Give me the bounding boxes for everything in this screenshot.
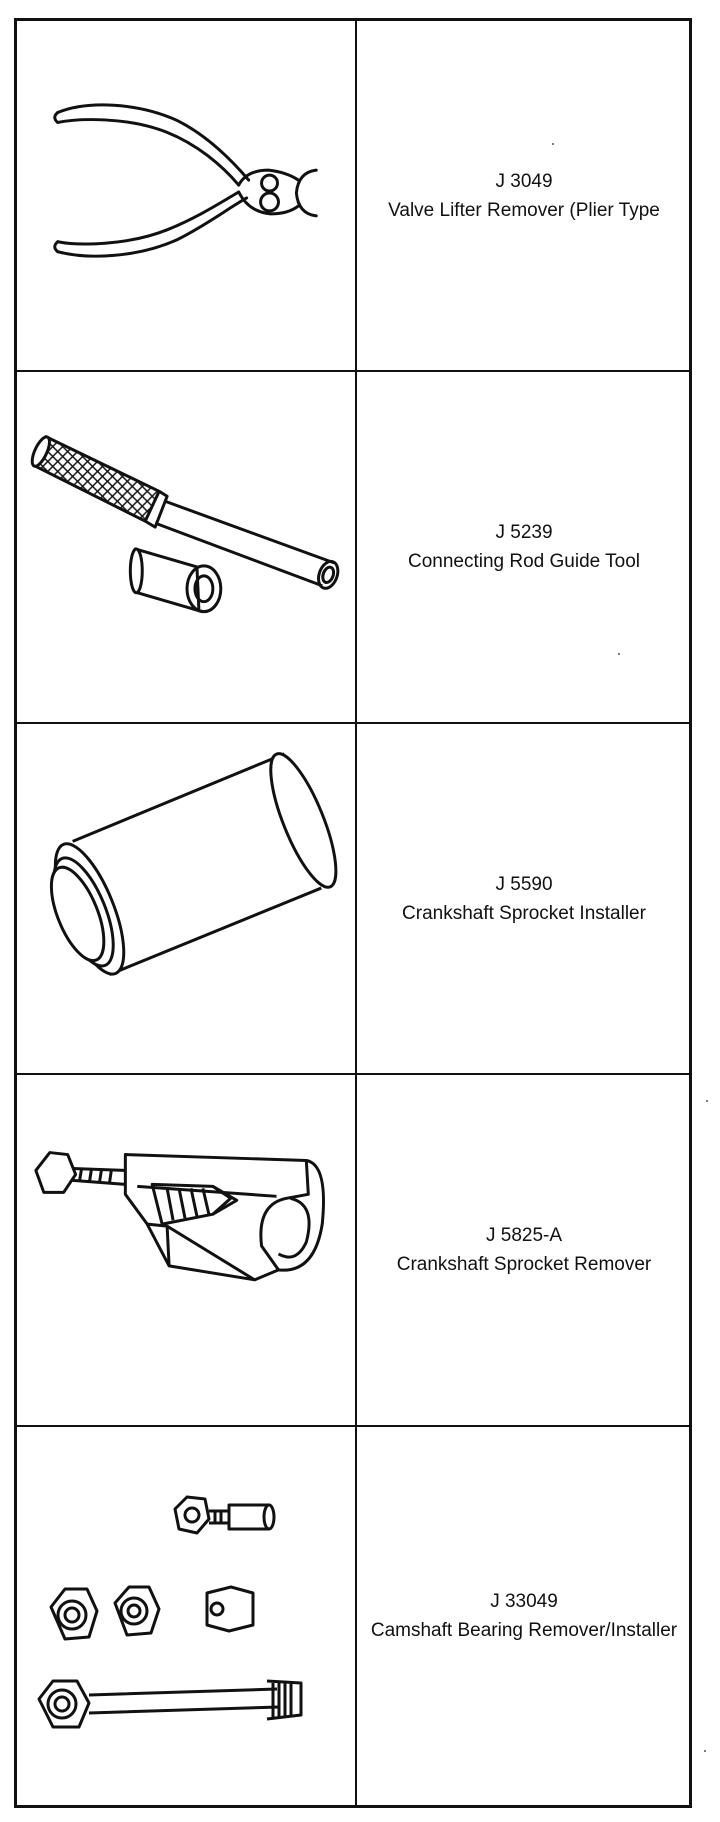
tool-row: J 5825-A Crankshaft Sprocket Remover [17, 1075, 689, 1427]
scan-speck [704, 1750, 706, 1752]
tool-illustration-cell [17, 724, 357, 1073]
tool-description: J 5239 Connecting Rod Guide Tool [359, 372, 689, 722]
tool-name: Crankshaft Sprocket Installer [402, 902, 646, 924]
tool-row: J 5239 Connecting Rod Guide Tool [17, 372, 689, 724]
sprocket-remover-icon [34, 1151, 325, 1282]
tool-number: J 5239 [495, 522, 553, 543]
special-tools-table: J 3049 Valve Lifter Remover (Plier Type [14, 18, 692, 1808]
sprocket-installer-icon [49, 752, 338, 976]
tool-description: J 3049 Valve Lifter Remover (Plier Type [359, 21, 689, 370]
tool-description: J 5825-A Crankshaft Sprocket Remover [359, 1075, 689, 1425]
tool-description: J 5590 Crankshaft Sprocket Installer [359, 724, 689, 1073]
tool-illustration-cell [17, 21, 357, 370]
tool-name: Crankshaft Sprocket Remover [396, 1254, 652, 1275]
tool-number: J 33049 [490, 1591, 558, 1612]
scan-speck [706, 1100, 708, 1102]
tool-name: Camshaft Bearing Remover/Installer [370, 1620, 678, 1641]
tool-row: J 3049 Valve Lifter Remover (Plier Type [17, 21, 689, 372]
tool-number: J 5590 [495, 873, 553, 895]
tool-row: J 33049 Camshaft Bearing Remover/Install… [17, 1427, 689, 1805]
guide-tool-icon [30, 435, 340, 614]
tool-number: J 3049 [495, 170, 553, 192]
tool-illustration-cell [17, 1427, 357, 1805]
tool-illustration-cell [17, 372, 357, 722]
scan-speck [618, 653, 620, 655]
plier-icon [53, 103, 318, 258]
tool-name: Connecting Rod Guide Tool [407, 551, 641, 572]
scan-speck [552, 143, 554, 145]
tool-name: Valve Lifter Remover (Plier Type [388, 199, 660, 221]
tool-description: J 33049 Camshaft Bearing Remover/Install… [359, 1427, 689, 1805]
bearing-tool-set-icon [37, 1495, 303, 1729]
tool-number: J 5825-A [485, 1225, 563, 1246]
tool-row: J 5590 Crankshaft Sprocket Installer [17, 724, 689, 1075]
tool-illustration-cell [17, 1075, 357, 1425]
